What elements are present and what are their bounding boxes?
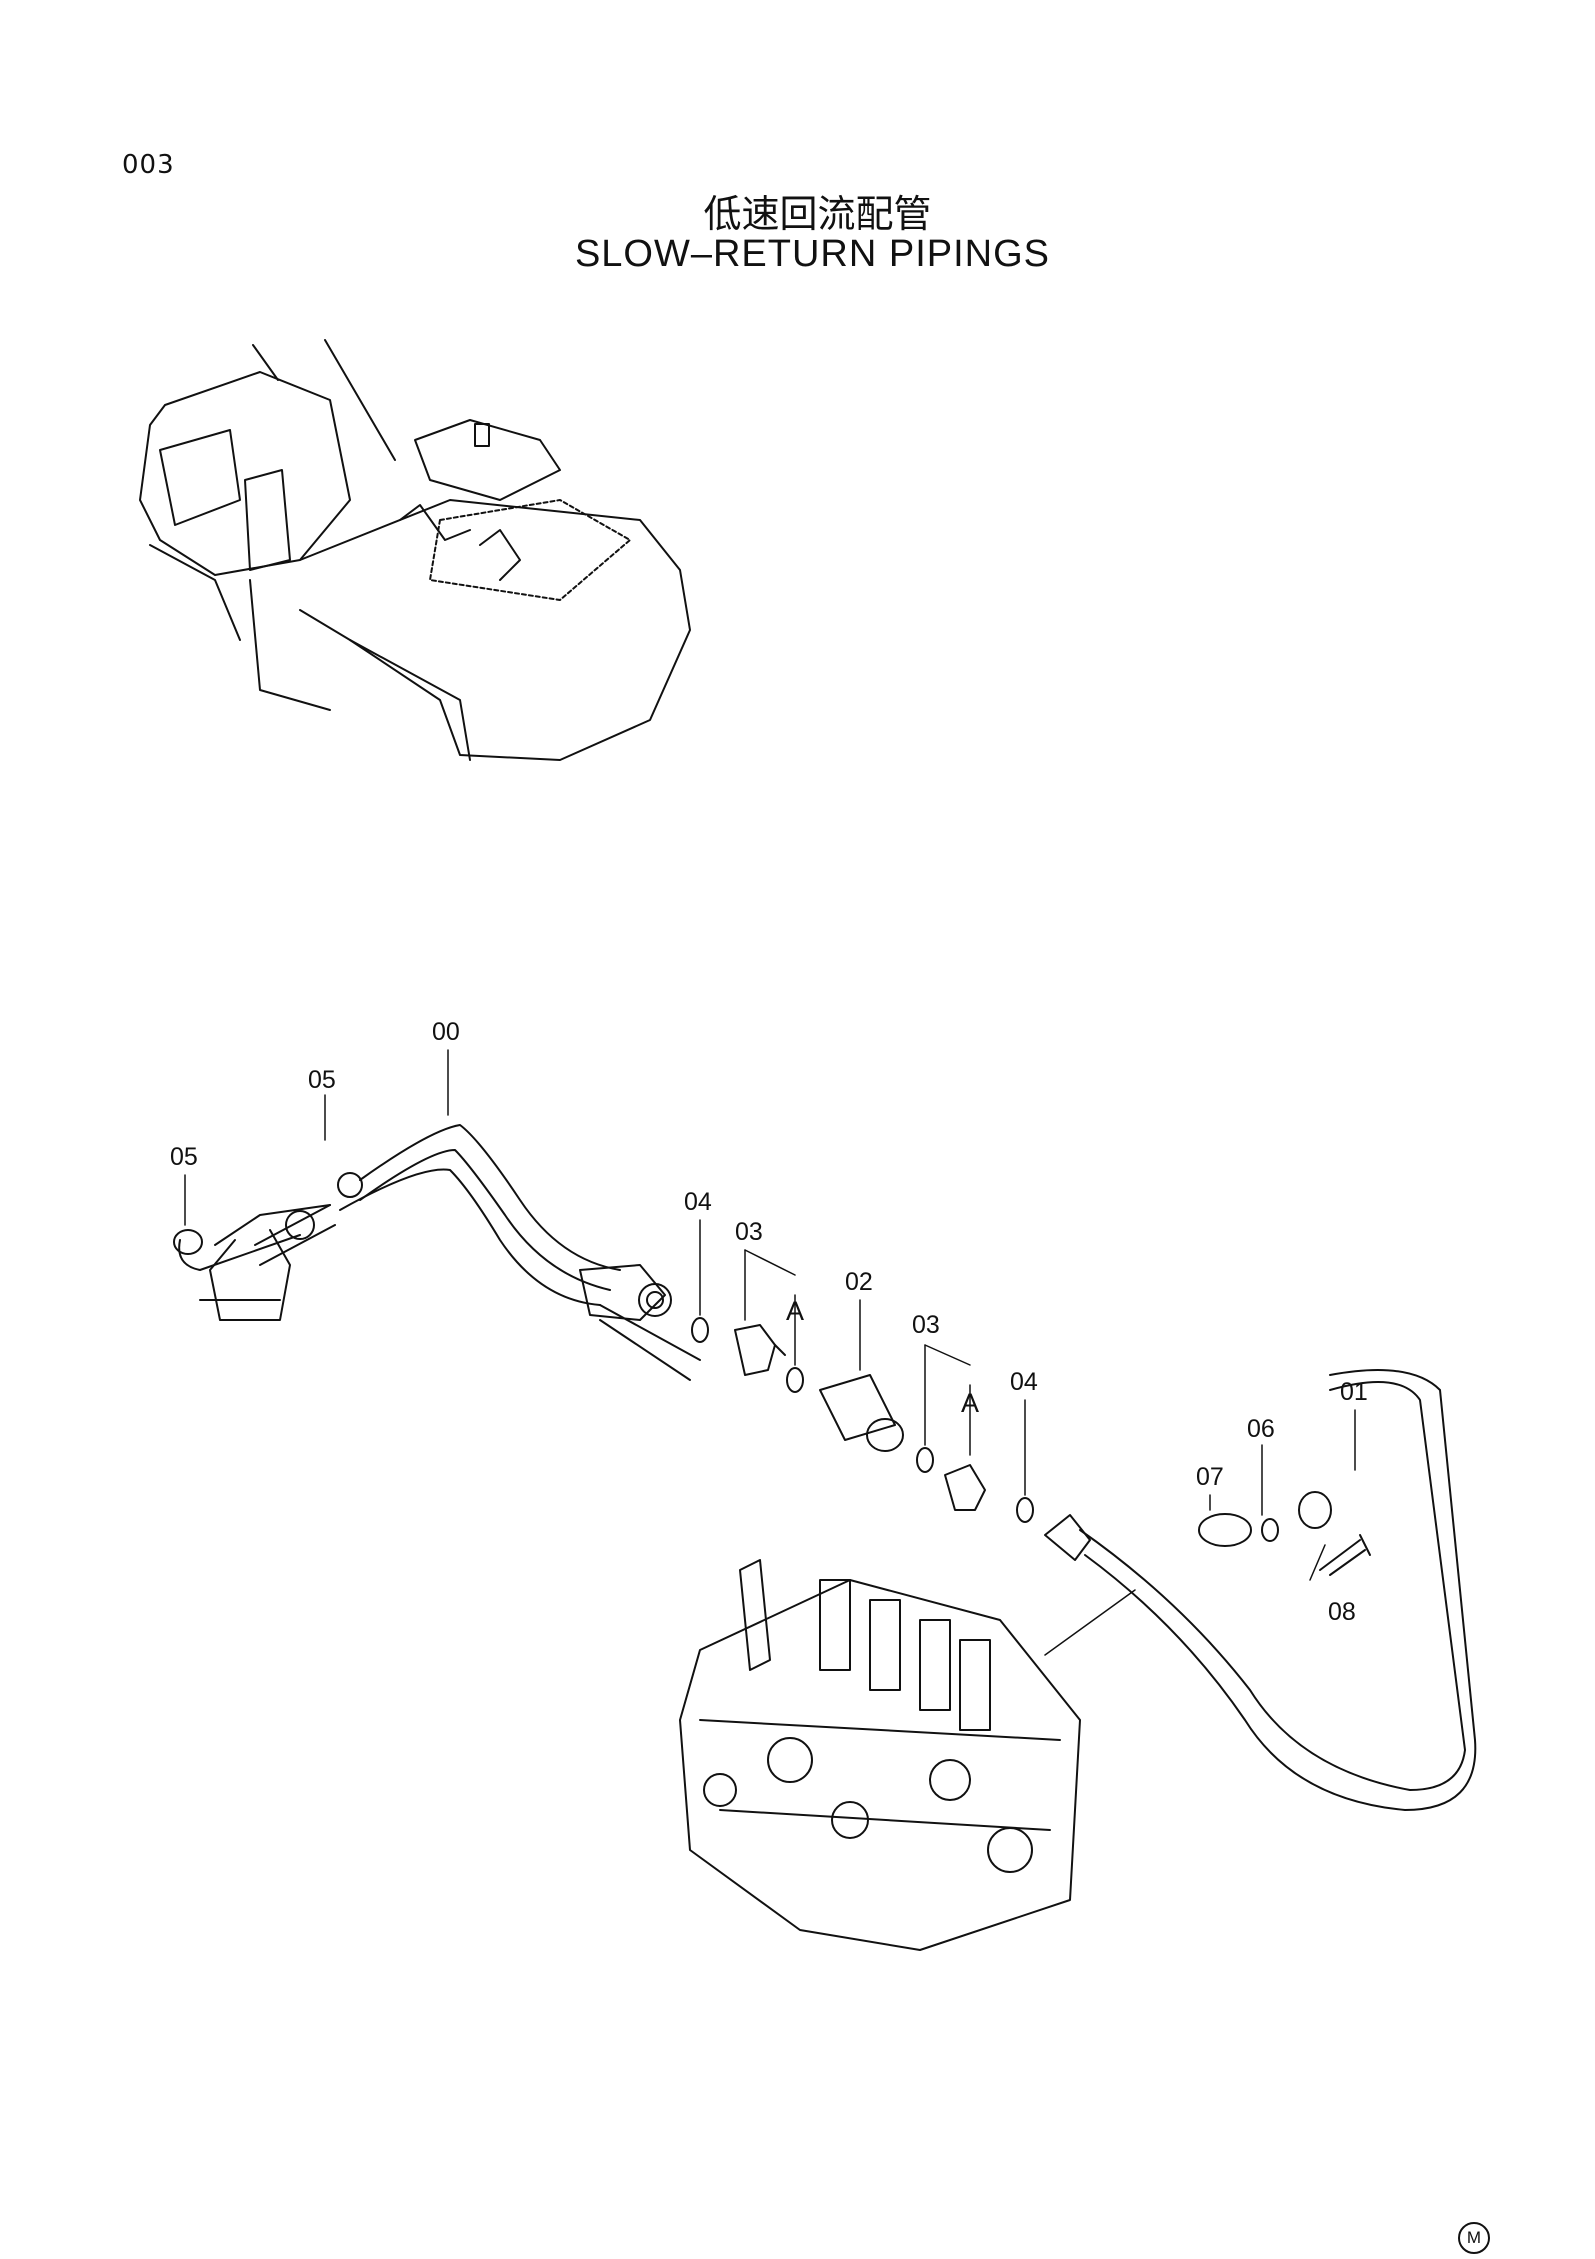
page-title-english: SLOW–RETURN PIPINGS bbox=[574, 233, 1051, 275]
callout-02: 02 bbox=[845, 1268, 873, 1296]
callout-04-right: 04 bbox=[1010, 1368, 1038, 1396]
callout-01: 01 bbox=[1340, 1378, 1368, 1406]
callout-00: 00 bbox=[432, 1018, 460, 1046]
control-valve-illustration bbox=[679, 1559, 1081, 1951]
callout-04-left: 04 bbox=[684, 1188, 712, 1216]
fitting-parts bbox=[691, 1317, 1034, 1523]
callout-05-lower: 05 bbox=[170, 1143, 198, 1171]
callout-labels: 00 05 05 04 03 A 02 03 A 04 01 06 07 08 bbox=[170, 1018, 1368, 1626]
excavator-overview-illustration bbox=[139, 339, 691, 761]
pipe-assembly-00 bbox=[173, 1124, 701, 1381]
page-title-chinese: 低速回流配管 bbox=[703, 192, 932, 236]
reference-a-left: A bbox=[786, 1296, 804, 1326]
callout-08: 08 bbox=[1328, 1598, 1356, 1626]
callout-05-upper: 05 bbox=[308, 1066, 336, 1094]
reference-a-right: A bbox=[961, 1388, 979, 1418]
leader-lines bbox=[184, 1049, 1356, 1656]
page-number: 003 bbox=[122, 150, 175, 180]
callout-07: 07 bbox=[1196, 1463, 1224, 1491]
corner-mark-circled: M bbox=[1458, 2222, 1490, 2254]
return-pipe-01 bbox=[1044, 1369, 1477, 1811]
callout-03-left: 03 bbox=[735, 1218, 763, 1246]
callout-06: 06 bbox=[1247, 1415, 1275, 1443]
callout-03-right: 03 bbox=[912, 1311, 940, 1339]
